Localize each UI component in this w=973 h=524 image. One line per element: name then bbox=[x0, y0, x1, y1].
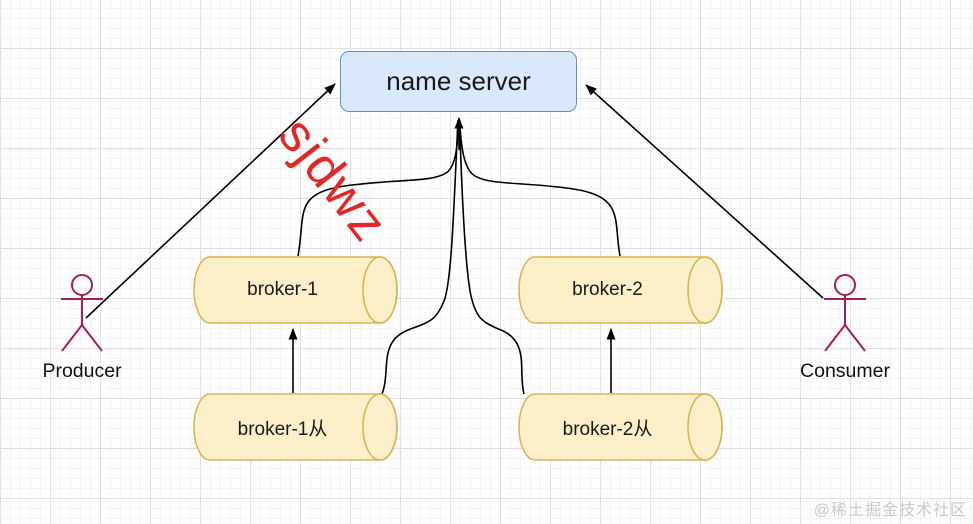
broker-1-label: broker-1 bbox=[247, 279, 318, 300]
producer-actor-icon bbox=[61, 274, 103, 352]
cylinder-cap bbox=[362, 256, 398, 324]
name-server-label: name server bbox=[386, 66, 531, 96]
broker-1-slave-label: broker-1从 bbox=[237, 418, 328, 440]
consumer-actor-icon bbox=[824, 274, 866, 352]
producer-label: Producer bbox=[42, 360, 122, 382]
site-watermark: @稀土掘金技术社区 bbox=[813, 502, 967, 519]
producer-to-nameserver-arrow bbox=[85, 83, 336, 319]
broker-2-slave-cylinder bbox=[518, 393, 723, 461]
cylinder-cap bbox=[362, 393, 398, 461]
broker2-to-nameserver-curve bbox=[458, 119, 621, 257]
broker1-slave-to-nameserver-curve bbox=[381, 119, 459, 395]
broker-2-cylinder bbox=[518, 256, 723, 324]
broker-2-slave-label: broker-2从 bbox=[562, 418, 653, 440]
broker-1-cylinder bbox=[193, 256, 398, 324]
broker-1-slave-cylinder bbox=[193, 393, 398, 461]
broker2-slave-to-nameserver-curve bbox=[458, 119, 525, 395]
name-server-node: name server bbox=[340, 51, 577, 112]
cylinder-cap bbox=[687, 256, 723, 324]
broker1-to-nameserver-curve bbox=[297, 119, 460, 257]
consumer-label: Consumer bbox=[800, 360, 890, 382]
broker-2-label: broker-2 bbox=[572, 279, 643, 300]
cylinder-cap bbox=[687, 393, 723, 461]
consumer-to-nameserver-arrow bbox=[585, 84, 824, 299]
